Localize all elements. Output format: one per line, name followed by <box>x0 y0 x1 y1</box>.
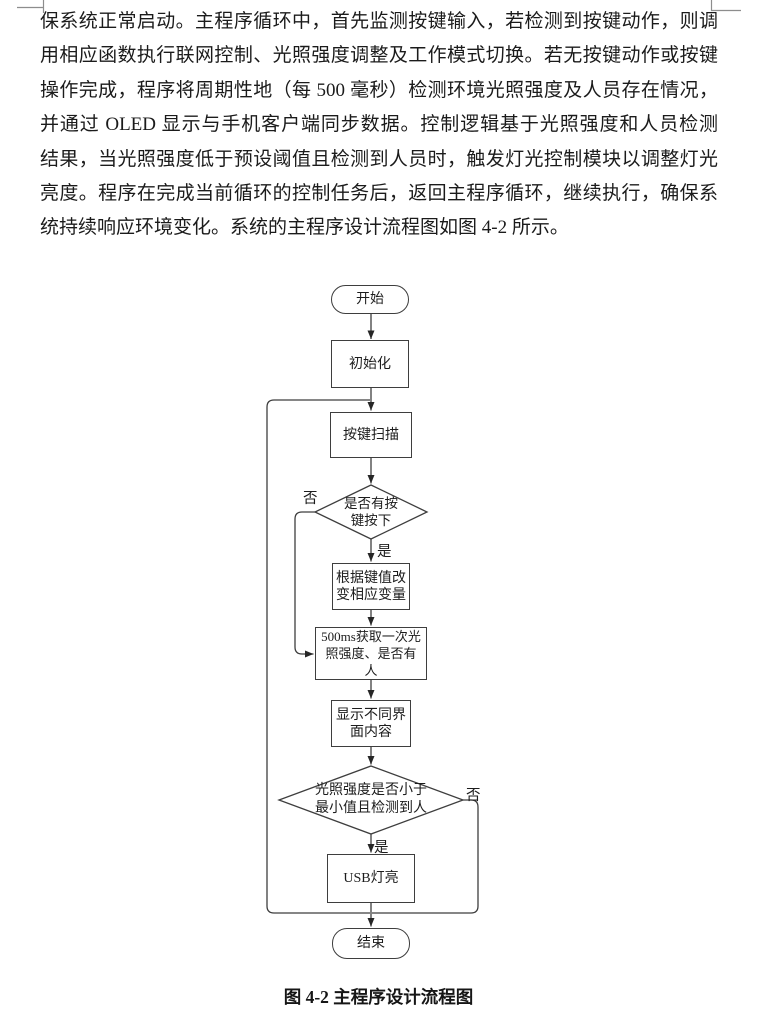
flowchart-decision-key-pressed: 是否有按 键按下 <box>311 488 431 536</box>
flowchart-node-display-ui: 显示不同界 面内容 <box>331 700 411 747</box>
flowchart-node-end-label: 结束 <box>357 936 385 951</box>
paragraph-line: 亮度。程序在完成当前循环的控制任务后，返回主程序循环，继续执行，确保系 <box>40 182 718 204</box>
flowchart-node-end: 结束 <box>332 928 410 959</box>
flowchart-node-key-scan-label: 按键扫描 <box>343 427 399 443</box>
diamond-light-decision <box>277 765 465 835</box>
edge-lightdecision-no-to-bottom <box>372 799 479 914</box>
branch-label-yes-light: 是 <box>374 840 389 856</box>
flowchart-node-start: 开始 <box>331 285 409 314</box>
diamond-key-decision <box>313 484 429 540</box>
paragraph-line: 保系统正常启动。主程序循环中，首先监测按键输入，若检测到按键动作，则调 <box>40 11 718 32</box>
flowchart-node-key-scan: 按键扫描 <box>330 412 412 458</box>
flowchart-node-display-ui-label: 显示不同界 面内容 <box>336 707 406 740</box>
paragraph-line: 并通过 OLED 显示与手机客户端同步数据。控制逻辑基于光照强度和人员检测 <box>40 114 718 136</box>
flowchart-decision-light-threshold: 光照强度是否小于 最小值且检测到人 <box>296 781 446 819</box>
paragraph-line: 用相应函数执行联网控制、光照强度调整及工作模式切换。若无按键动作或按键 <box>40 45 718 67</box>
paragraph-line: 统持续响应环境变化。系统的主程序设计流程图如图 4-2 所示。 <box>40 217 569 239</box>
paragraph-line: 结果，当光照强度低于预设阈值且检测到人员时，触发灯光控制模块以调整灯光 <box>40 148 718 170</box>
flowchart-node-update-vars-label: 根据键值改 变相应变量 <box>336 570 406 603</box>
branch-label-yes-key: 是 <box>377 544 392 560</box>
flowchart-node-update-vars: 根据键值改 变相应变量 <box>332 563 410 610</box>
branch-label-no-key: 否 <box>303 491 318 507</box>
flowchart-node-start-label: 开始 <box>356 292 384 307</box>
flowchart-node-sample-500ms-label: 500ms获取一次光 照强度、是否有 人 <box>321 629 421 678</box>
flowchart-node-sample-500ms: 500ms获取一次光 照强度、是否有 人 <box>315 627 427 680</box>
flowchart-node-usb-light: USB灯亮 <box>327 854 415 903</box>
flowchart-decision-light-threshold-label: 光照强度是否小于 最小值且检测到人 <box>315 782 427 817</box>
flowchart-decision-key-pressed-label: 是否有按 键按下 <box>344 495 398 529</box>
figure-caption: 图 4-2 主程序设计流程图 <box>283 987 474 1007</box>
edge-loop-back <box>266 399 370 914</box>
flowchart-node-usb-light-label: USB灯亮 <box>343 871 399 886</box>
paragraph-line: 操作完成，程序将周期性地（每 500 毫秒）检测环境光照强度及人员存在情况， <box>40 79 718 101</box>
body-paragraph: 保系统正常启动。主程序循环中，首先监测按键输入，若检测到按键动作，则调 用相应函… <box>40 5 718 246</box>
scan-artifact-top-right <box>710 0 741 12</box>
scan-artifact-top-left <box>17 0 45 13</box>
flowchart-node-init: 初始化 <box>331 340 409 388</box>
flowchart-node-init-label: 初始化 <box>349 356 391 372</box>
branch-label-no-light: 否 <box>466 788 481 804</box>
edge-decision-no-to-sample <box>294 511 315 658</box>
